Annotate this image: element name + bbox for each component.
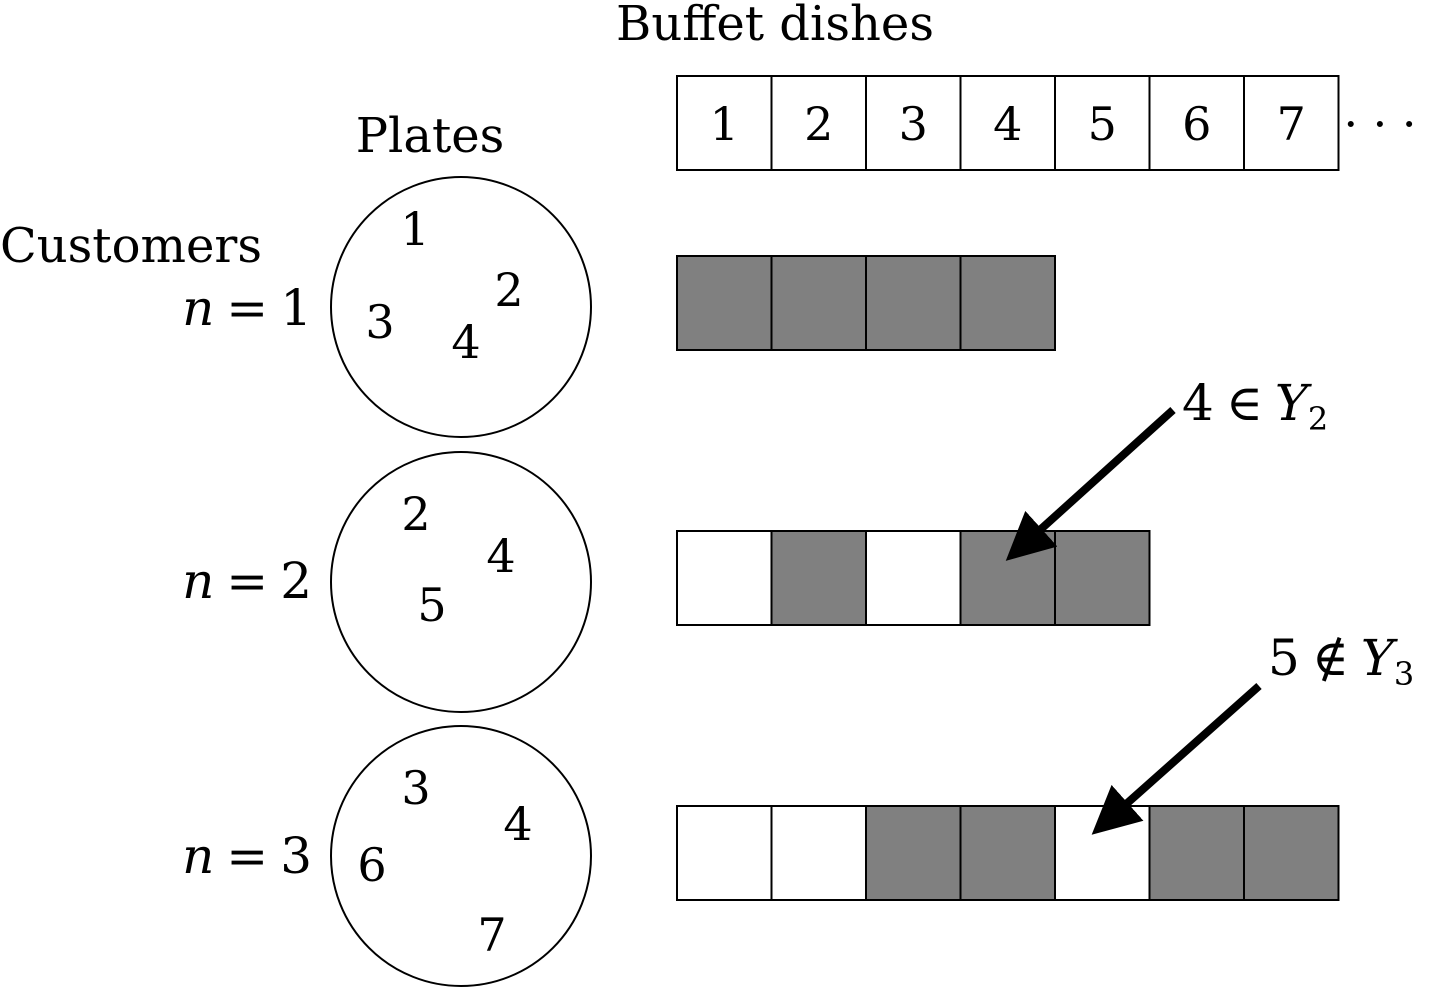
dish-cell-taken [676,255,773,351]
buffet-dish-number: 7 [1277,97,1306,151]
dish-cell-taken [770,255,867,351]
customer-label-3: n=3 [182,827,312,885]
plate-circle-1 [330,176,592,438]
buffet-dish-cell [865,75,962,171]
buffet-dish-cell [770,75,867,171]
plate-circle-3 [330,725,592,987]
annotation-num: 4 [1182,374,1214,432]
annotation-arrow-2 [1091,683,1262,835]
buffet-dishes-heading: Buffet dishes [616,0,934,52]
customer-label-var: n [182,552,214,610]
dish-cell-taken [959,530,1056,626]
dish-cell-not-taken [770,805,867,901]
annotation-arrow-1 [1005,407,1176,561]
buffet-ellipsis: · · · [1343,97,1416,151]
customer-label-2: n=2 [182,552,312,610]
buffet-dish-cell [1243,75,1340,171]
customer-label-eq: = [226,552,268,610]
dish-cell-taken [959,805,1056,901]
customer-label-eq: = [226,827,268,885]
annotation-label-2: 5∉Y3 [1268,629,1414,693]
buffet-dish-number: 5 [1088,97,1117,151]
dish-cell-not-taken [676,530,773,626]
plate-3-number: 7 [477,908,506,962]
plate-1-number: 3 [365,295,394,349]
plate-circle-2 [330,451,592,713]
annotation-num: 5 [1268,629,1300,687]
customer-dish-row-2 [676,530,1151,626]
buffet-dish-cell [1054,75,1151,171]
customer-label-num: 2 [280,552,312,610]
plate-1-number: 1 [400,202,429,256]
buffet-dish-row: 1 2 3 4 5 6 7 [676,75,1340,171]
annotation-label-1: 4∈Y2 [1182,374,1328,438]
customer-label-num: 1 [280,279,312,337]
buffet-dish-cell [676,75,773,171]
annotation-rel: ∈ [1226,374,1263,432]
plate-3-number: 4 [503,797,532,851]
dish-cell-taken [959,255,1056,351]
annotation-sub: 2 [1308,400,1328,438]
plate-2-number: 2 [401,487,430,541]
customer-dish-row-1 [676,255,1056,351]
dish-cell-taken [865,255,962,351]
customer-label-num: 3 [280,827,312,885]
dish-cell-not-taken [676,805,773,901]
dish-cell-taken [1243,805,1340,901]
dish-cell-not-taken [865,530,962,626]
dish-cell-taken [1054,530,1151,626]
plate-3-number: 6 [357,838,386,892]
customers-heading: Customers [0,218,262,274]
plate-2-number: 5 [417,578,446,632]
customer-dish-row-3 [676,805,1340,901]
annotation-var: Y [1361,629,1398,687]
plates-heading: Plates [356,108,505,164]
dish-cell-taken [1148,805,1245,901]
dish-cell-taken [770,530,867,626]
buffet-dish-number: 2 [804,97,833,151]
dish-cell-taken [865,805,962,901]
plate-2-number: 4 [486,529,515,583]
dish-cell-not-taken [1054,805,1151,901]
buffet-dish-number: 6 [1182,97,1211,151]
annotation-sub: 3 [1394,655,1414,693]
customer-label-1: n=1 [182,279,312,337]
buffet-dish-number: 3 [899,97,928,151]
buffet-dish-cell [1148,75,1245,171]
plate-3-number: 3 [401,761,430,815]
customer-label-eq: = [226,279,268,337]
customer-label-var: n [182,827,214,885]
annotation-rel: ∉ [1312,629,1349,687]
annotation-var: Y [1275,374,1312,432]
plate-1-number: 4 [451,315,480,369]
buffet-dish-number: 4 [993,97,1022,151]
plate-1-number: 2 [494,263,523,317]
buffet-dish-number: 1 [710,97,739,151]
customer-label-var: n [182,279,214,337]
